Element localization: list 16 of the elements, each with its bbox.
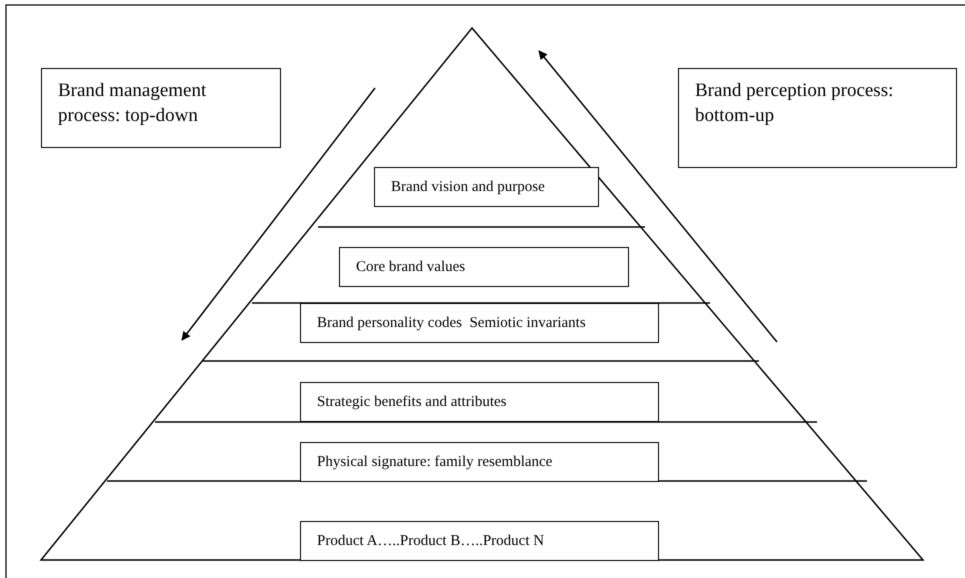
box-text: Product A…..Product B…..Product N — [317, 532, 544, 550]
box-text: Physical signature: family resemblance — [317, 454, 552, 470]
box-text: Brand management process: top-down — [58, 79, 208, 128]
level-box — [374, 167, 599, 207]
level-box — [300, 442, 659, 482]
process-label-box — [678, 68, 957, 168]
box-text: Strategic benefits and attributes — [317, 394, 507, 410]
level-box — [300, 521, 659, 561]
box-text: Brand perception process: bottom-up — [695, 79, 894, 128]
level-box — [339, 247, 629, 287]
box-text: Brand vision and purpose — [391, 178, 545, 196]
box-text: Brand personality codes Semiotic invariants — [317, 314, 586, 332]
level-box — [300, 382, 659, 422]
process-label-box — [41, 68, 281, 148]
box-text: Core brand values — [356, 258, 466, 276]
level-box — [300, 303, 659, 343]
